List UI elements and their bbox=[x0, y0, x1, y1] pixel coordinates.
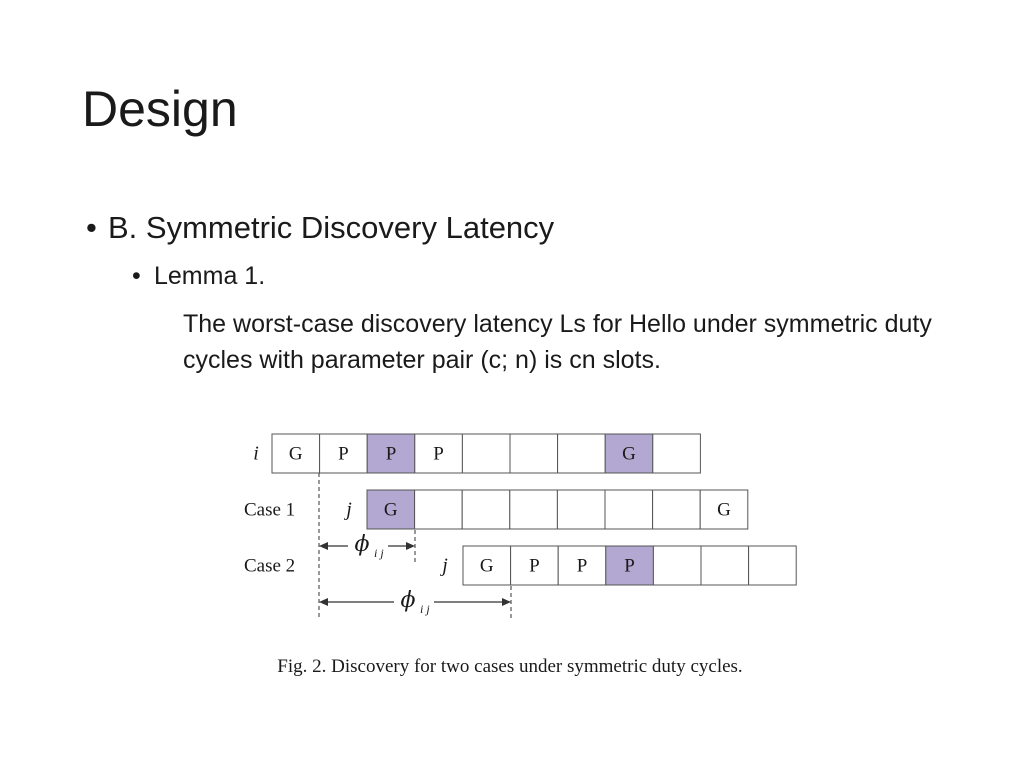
slot-text: G bbox=[384, 500, 398, 521]
slot-cell bbox=[700, 545, 750, 586]
slot-cell bbox=[604, 489, 654, 530]
label-bg bbox=[348, 531, 388, 557]
bullet-level2-text: Lemma 1. bbox=[154, 262, 266, 290]
slot-cell bbox=[509, 433, 559, 474]
slot-text: G bbox=[622, 444, 636, 465]
slot-text: P bbox=[433, 444, 444, 465]
slot-cell bbox=[366, 433, 416, 474]
slot-cell bbox=[461, 489, 511, 530]
row-label: Case 2 bbox=[244, 556, 295, 577]
slot-text: P bbox=[338, 444, 349, 465]
slot-cell bbox=[557, 433, 606, 474]
slide-title: Design bbox=[82, 81, 238, 137]
arrow-head-left bbox=[319, 598, 328, 606]
slot-cell bbox=[319, 433, 368, 474]
lemma-text: The worst-case discovery latency Ls for … bbox=[183, 310, 932, 374]
slot-cell bbox=[652, 433, 701, 474]
slot-text: P bbox=[624, 556, 635, 577]
slot-text: P bbox=[529, 556, 540, 577]
slot-text: G bbox=[717, 500, 731, 521]
slot-cell bbox=[748, 545, 797, 586]
bullet-dot: • bbox=[86, 210, 97, 245]
phi-symbol: ϕ bbox=[401, 588, 416, 613]
slot-cell bbox=[699, 489, 749, 530]
slot-text: G bbox=[289, 444, 303, 465]
slot-cell bbox=[271, 433, 321, 474]
slot-cell bbox=[414, 489, 463, 530]
phi-arrows: ϕ i j ϕ i j bbox=[318, 473, 512, 618]
figure-caption: Fig. 2. Discovery for two cases under sy… bbox=[277, 656, 742, 677]
slot-row-1: Case 1 j G G bbox=[244, 489, 749, 530]
phi-symbol: ϕ bbox=[355, 532, 370, 557]
slot-text: G bbox=[480, 556, 494, 577]
arrow-head-right bbox=[502, 598, 511, 606]
slot-cell bbox=[652, 545, 702, 586]
node-label: j bbox=[439, 555, 448, 577]
slot-cell bbox=[556, 489, 606, 530]
slot-row-2: Case 2 j G P P P bbox=[244, 545, 797, 586]
bullet-dot: • bbox=[132, 262, 141, 290]
slot-cell bbox=[605, 545, 654, 586]
slot-cell bbox=[414, 433, 463, 474]
row-label: i bbox=[253, 443, 259, 465]
node-label: j bbox=[343, 499, 352, 521]
bullet-level1: • B. Symmetric Discovery Latency bbox=[86, 210, 554, 246]
slot-cell bbox=[461, 433, 511, 474]
slot-cell bbox=[652, 489, 701, 530]
slot-text: P bbox=[577, 556, 588, 577]
slot-text: P bbox=[386, 444, 397, 465]
phi-subscript: i j bbox=[420, 602, 430, 616]
arrow-head-left bbox=[319, 542, 328, 550]
phi-subscript: i j bbox=[374, 546, 384, 560]
label-bg bbox=[394, 587, 434, 613]
slot-cell bbox=[510, 545, 559, 586]
row-label: Case 1 bbox=[244, 500, 295, 521]
bullet-level1-text: B. Symmetric Discovery Latency bbox=[108, 210, 555, 245]
arrow-head-right bbox=[406, 542, 415, 550]
bullet-level2: • Lemma 1. bbox=[132, 262, 265, 291]
slot-cell bbox=[509, 489, 558, 530]
